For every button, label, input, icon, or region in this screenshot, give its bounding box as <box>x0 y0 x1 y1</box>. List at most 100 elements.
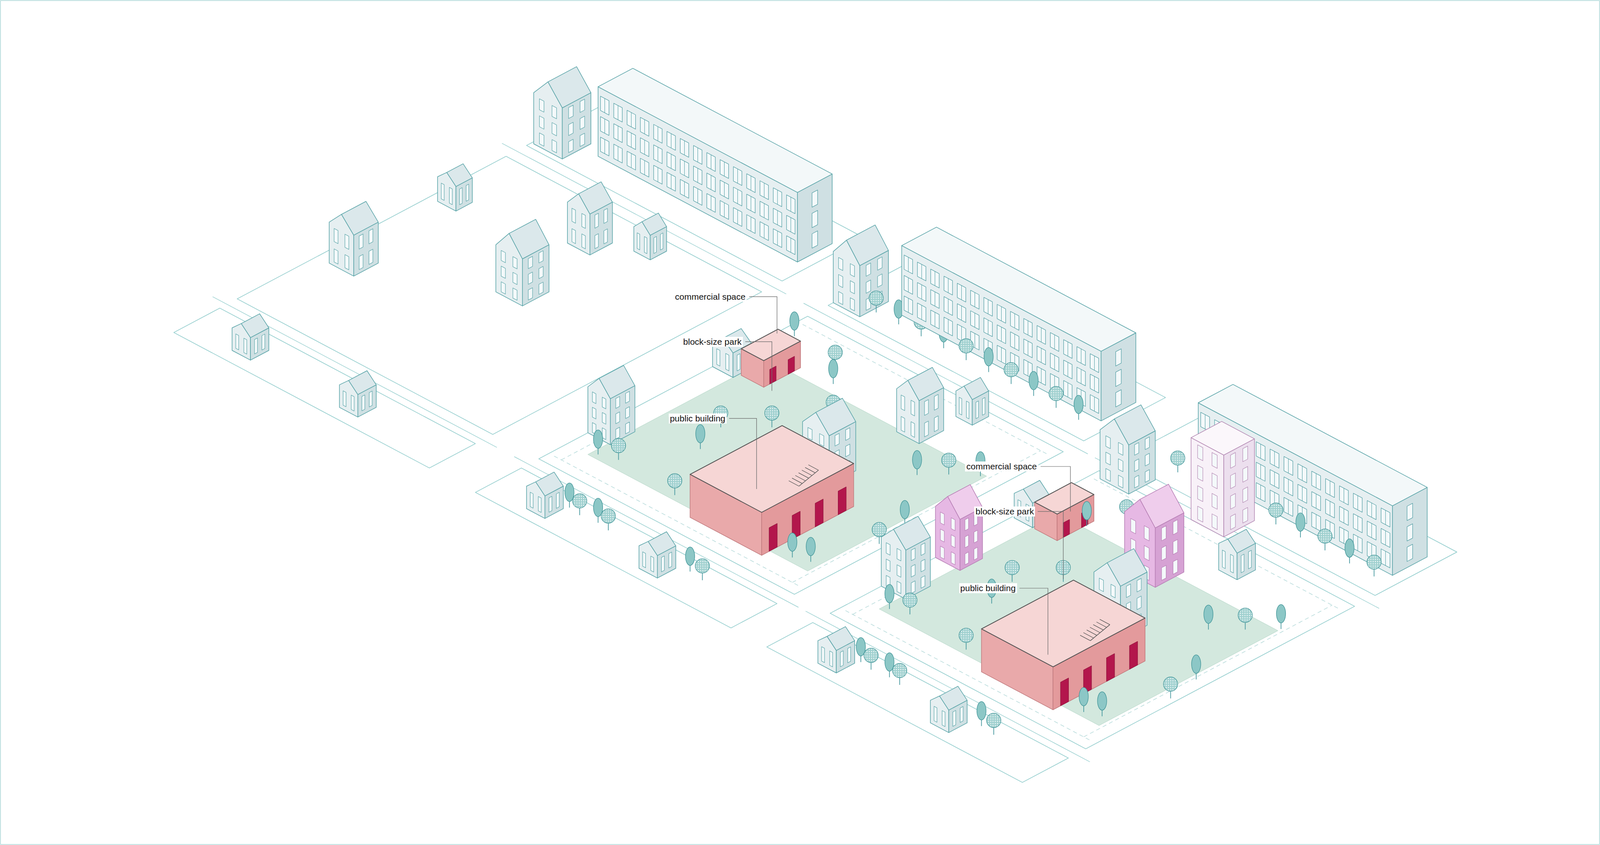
tree <box>1367 554 1382 577</box>
window-mullion <box>697 147 698 163</box>
leader-line <box>729 418 757 489</box>
tree-crown <box>900 500 910 519</box>
window <box>966 400 969 419</box>
window <box>845 427 850 441</box>
tree-crown <box>828 359 838 378</box>
window <box>733 187 742 206</box>
window <box>877 256 883 270</box>
window <box>924 420 929 437</box>
tree-crown <box>1317 528 1333 543</box>
window <box>746 194 755 213</box>
commercial-space <box>741 329 801 388</box>
window <box>1339 485 1349 505</box>
window <box>911 547 915 561</box>
window <box>1325 498 1335 518</box>
tree <box>1237 607 1253 630</box>
tree-crown <box>685 546 695 565</box>
window <box>449 187 453 205</box>
window-mullion <box>974 333 975 348</box>
window <box>538 250 543 263</box>
door <box>769 523 778 552</box>
window-mullion <box>1260 464 1261 479</box>
window-mullion <box>604 118 605 133</box>
tree <box>1203 604 1213 630</box>
window <box>625 406 630 419</box>
window-mullion <box>1315 473 1317 488</box>
tree-crown <box>892 662 907 678</box>
window <box>819 433 824 447</box>
window <box>1222 550 1226 569</box>
leader-line <box>1019 587 1048 655</box>
window <box>930 310 940 329</box>
window <box>512 256 518 269</box>
window <box>538 266 543 279</box>
window <box>459 187 463 205</box>
tree-crown <box>1276 604 1286 623</box>
window <box>1105 468 1111 482</box>
stair-rail <box>1090 624 1110 641</box>
window <box>1230 554 1234 573</box>
window <box>1161 545 1167 561</box>
window <box>637 232 640 250</box>
tree-crown <box>959 338 974 353</box>
window-mullion <box>790 237 791 253</box>
window <box>528 256 533 269</box>
window <box>642 551 646 568</box>
stair-step <box>805 467 816 473</box>
window <box>952 710 956 726</box>
window <box>917 302 926 322</box>
window <box>1197 444 1203 461</box>
window-mullion <box>1014 313 1015 328</box>
house <box>833 225 889 317</box>
window <box>1172 519 1178 535</box>
tree <box>1082 501 1092 526</box>
window <box>773 208 782 228</box>
tree-crown <box>986 712 1001 728</box>
tree-crown <box>885 584 895 603</box>
window-mullion <box>1302 465 1303 480</box>
window <box>706 172 715 192</box>
tree <box>1048 386 1063 408</box>
tree <box>986 712 1001 735</box>
window-mullion <box>617 105 619 120</box>
window-mullion <box>684 181 685 196</box>
tree <box>593 497 603 523</box>
tree <box>1276 604 1286 629</box>
tree-crown <box>941 452 956 468</box>
tree <box>959 627 974 650</box>
window <box>680 138 689 158</box>
window <box>693 165 702 185</box>
window <box>592 407 597 419</box>
window-mullion <box>764 182 765 198</box>
callout-label: public building <box>959 582 1018 593</box>
window-mullion <box>644 160 645 175</box>
window <box>1130 518 1136 534</box>
window <box>1381 548 1390 568</box>
road-edge <box>212 296 497 448</box>
window-mullion <box>987 320 989 335</box>
window <box>1077 367 1086 386</box>
window <box>1230 472 1236 489</box>
window-mullion <box>1371 523 1372 538</box>
window <box>1297 484 1307 504</box>
window <box>733 166 742 186</box>
window <box>1050 332 1059 352</box>
window <box>886 542 890 555</box>
window <box>1230 493 1236 510</box>
window <box>580 99 585 113</box>
tree-crown <box>572 493 587 508</box>
window <box>786 235 795 255</box>
window-mullion <box>777 230 778 245</box>
window <box>1115 389 1122 407</box>
window <box>940 545 945 559</box>
tree-crown <box>1005 560 1020 575</box>
window <box>866 280 871 294</box>
pink-roof <box>690 425 854 513</box>
tree-crown <box>1268 502 1283 517</box>
stair-step <box>1099 619 1110 625</box>
tree <box>828 359 838 384</box>
window <box>625 391 630 404</box>
house <box>955 377 989 425</box>
tree <box>863 647 878 670</box>
